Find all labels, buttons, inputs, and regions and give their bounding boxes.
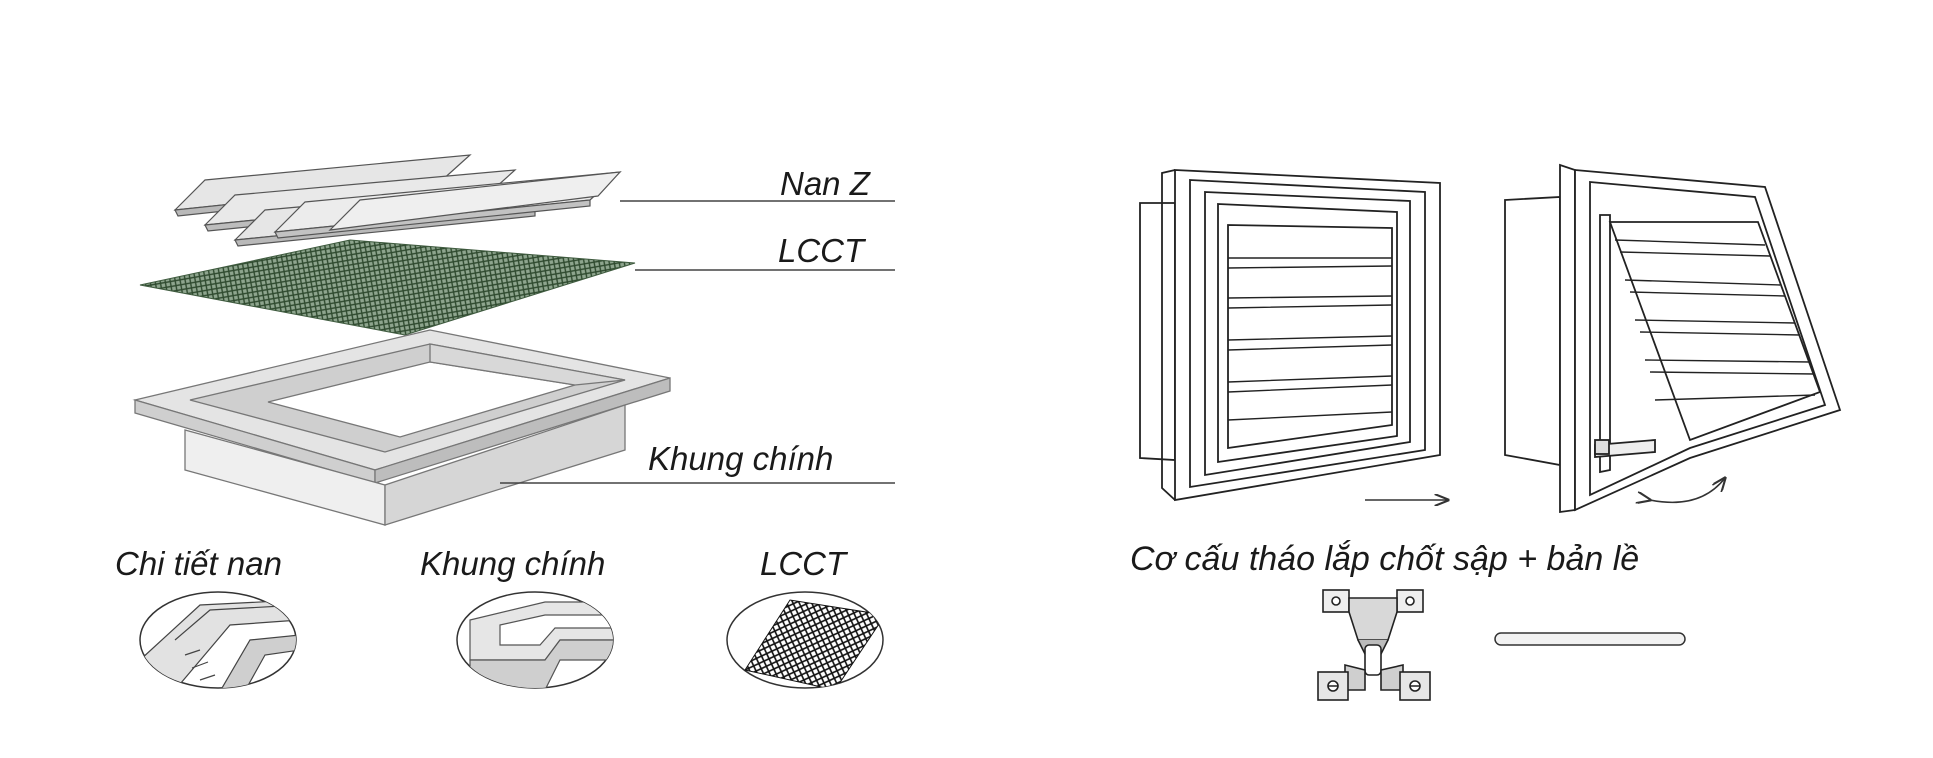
callout-khung-chinh: Khung chính bbox=[648, 440, 834, 477]
callout-lcct: LCCT bbox=[778, 232, 865, 269]
detail-label-slat: Chi tiết nan bbox=[115, 545, 282, 582]
louver-open-view bbox=[1504, 163, 1842, 514]
detail-mesh-circle bbox=[726, 591, 884, 689]
mesh-panel-illustration bbox=[139, 239, 636, 336]
detail-frame-corner-circle bbox=[456, 591, 614, 689]
louver-closed-view bbox=[1139, 169, 1448, 500]
callout-leader-lines bbox=[500, 200, 895, 484]
main-frame-illustration bbox=[132, 329, 671, 526]
callout-nan-z: Nan Z bbox=[780, 165, 870, 202]
detail-label-frame: Khung chính bbox=[420, 545, 606, 582]
mechanism-caption: Cơ cấu tháo lắp chốt sập + bản lề bbox=[1130, 540, 1640, 578]
latch-clip-icon bbox=[1317, 589, 1431, 701]
detail-label-mesh: LCCT bbox=[760, 545, 847, 582]
z-slats-illustration bbox=[173, 154, 622, 247]
detail-slat-circle bbox=[139, 591, 297, 689]
hinge-pin-icon bbox=[1494, 632, 1686, 646]
